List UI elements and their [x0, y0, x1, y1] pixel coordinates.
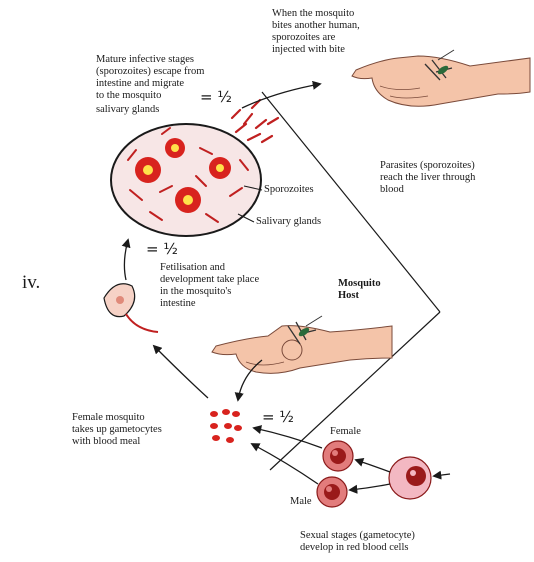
female-mosquito-note: Female mosquito takes up gametocytes wit…	[72, 412, 162, 448]
mature-stages-note-tail: salivary glands	[96, 104, 159, 116]
bite-note: When the mosquito bites another human, s…	[272, 8, 360, 56]
ookinete-illustration	[104, 284, 158, 332]
fertilisation-note: Fetilisation and development take place …	[160, 262, 259, 310]
mosquito-host-label: Mosquito Host	[338, 278, 381, 302]
male-gametocyte	[317, 477, 347, 507]
female-label: Female	[330, 426, 361, 438]
mature-stages-note: Mature infective stages (sporozoites) es…	[96, 54, 204, 102]
question-number: iv.	[22, 272, 40, 294]
salivary-gland-illustration	[111, 100, 278, 236]
sporozoites-label: Sporozoites	[264, 184, 314, 196]
male-label: Male	[290, 496, 312, 508]
female-gametocyte	[323, 441, 353, 471]
score-mark-3: = ½	[262, 408, 294, 426]
escaping-sporozoites	[232, 100, 278, 142]
sexual-stages-note: Sexual stages (gametocyte) develop in re…	[300, 530, 415, 554]
gametocyte-cluster	[210, 409, 242, 443]
score-mark-2: = ½	[146, 240, 178, 258]
liver-note: Parasites (sporozoites) reach the liver …	[380, 160, 475, 196]
upper-hand-illustration	[352, 50, 530, 106]
red-blood-cell	[389, 457, 431, 499]
lower-hand-illustration	[212, 316, 392, 373]
score-mark-1: = ½	[200, 88, 232, 106]
salivary-glands-label: Salivary glands	[256, 216, 321, 228]
